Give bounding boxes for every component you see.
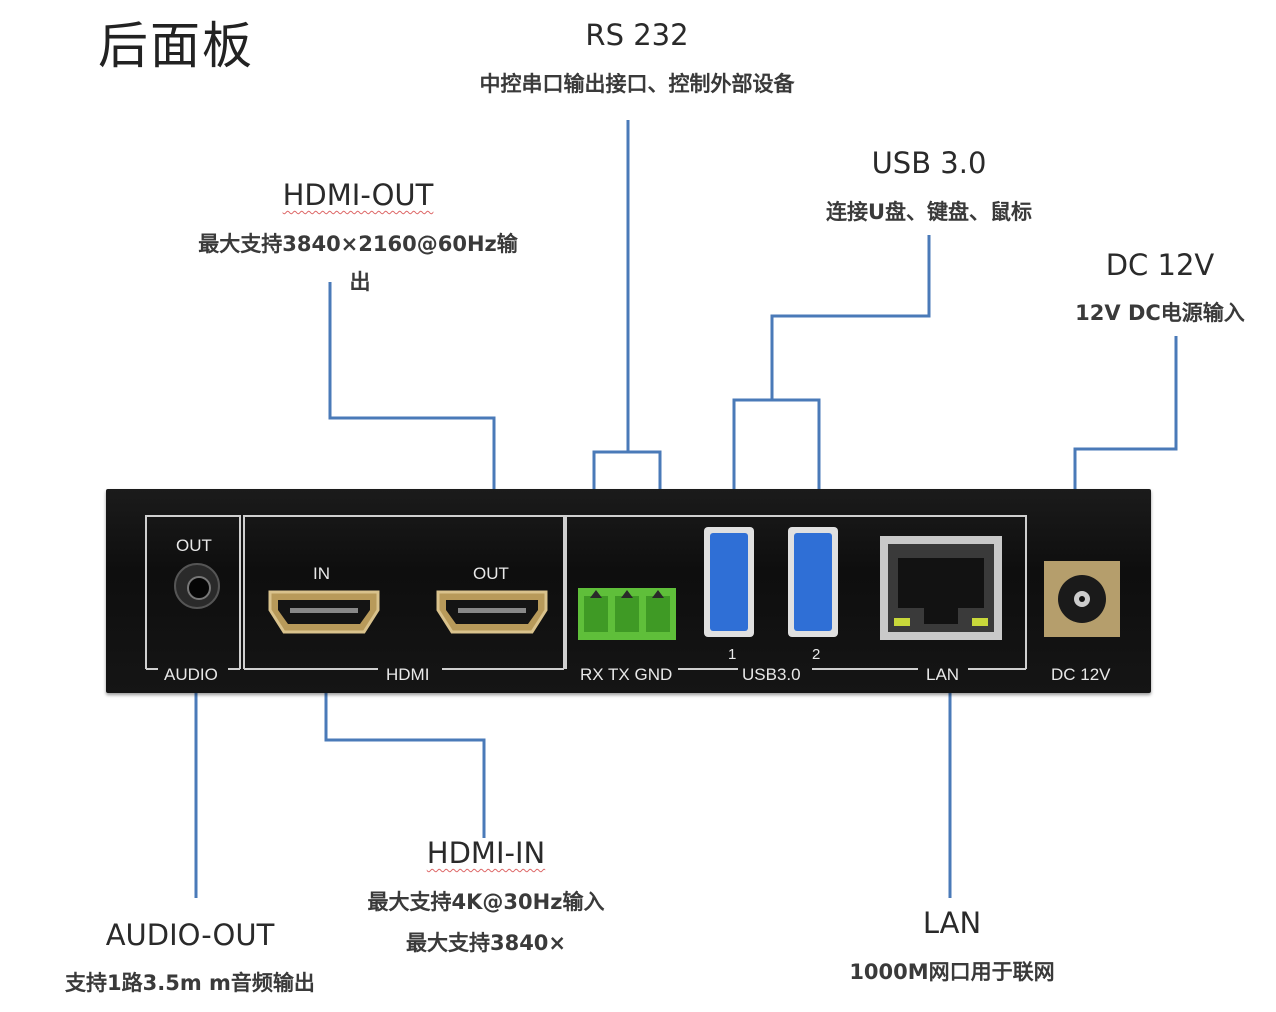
hdmi-in-callout-title: HDMI-IN [426, 836, 546, 870]
hdmi-in-callout-desc-cont: 最大支持3840× [405, 931, 567, 955]
dc-callout-title: DC 12V [1105, 248, 1215, 282]
usb-leader [770, 235, 931, 400]
hdmi-out-callout-desc-cont: 出 [349, 270, 371, 294]
audio-jack [174, 563, 220, 609]
dc-callout-desc: 12V DC电源输入 [1075, 301, 1245, 325]
hdmi-in-callout-desc: 最大支持4K@30Hz输入 [367, 890, 605, 914]
hdmi-out-callout-title: HDMI-OUT [282, 178, 434, 212]
dc-group-label: DC 12V [1051, 665, 1111, 684]
hdmi-group-label: HDMI [386, 665, 430, 684]
usb-port-2 [788, 527, 838, 637]
usb-port-1-label: 1 [728, 646, 737, 663]
hdmi-out-callout-desc: 最大支持3840×2160@60Hz输 [198, 232, 518, 256]
rs232-callout-desc: 中控串口输出接口、控制外部设备 [479, 72, 795, 96]
lan-callout-desc: 1000M网口用于联网 [849, 960, 1055, 984]
rs232-group-label: RX TX GND [580, 665, 673, 684]
audio-callout-desc: 支持1路3.5m m音频输出 [65, 971, 315, 995]
audio-out-label: OUT [176, 536, 212, 555]
page-title: 后面板 [98, 17, 254, 75]
panel-frames [145, 515, 1027, 670]
hdmi-out-label: OUT [473, 564, 509, 583]
usb-bracket [732, 398, 821, 528]
usb-group-label: USB3.0 [742, 665, 801, 684]
usb-callout-desc: 连接U盘、键盘、鼠标 [825, 200, 1033, 224]
lan-callout-title: LAN [922, 906, 982, 940]
usb-port-2-label: 2 [812, 646, 821, 663]
hdmi-out-port [436, 590, 548, 634]
lan-group-label: LAN [926, 665, 960, 684]
usb-port-1 [704, 527, 754, 637]
rs232-terminal-block [578, 588, 676, 640]
hdmi-in-label: IN [313, 564, 330, 583]
rs232-callout-title: RS 232 [585, 18, 689, 52]
audio-callout-title: AUDIO-OUT [105, 918, 275, 952]
lan-port [880, 536, 1002, 640]
dc-jack [1044, 561, 1120, 637]
hdmi-in-port [268, 590, 380, 634]
device-rear-panel: OUT AUDIO IN OUT HDMI RX TX GND 1 2 USB3… [106, 489, 1151, 693]
audio-group-label: AUDIO [164, 665, 218, 684]
usb-callout-title: USB 3.0 [871, 146, 987, 180]
